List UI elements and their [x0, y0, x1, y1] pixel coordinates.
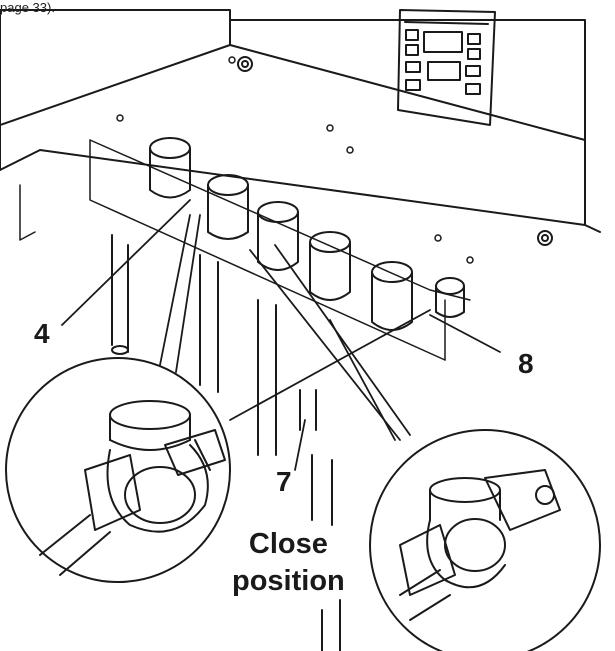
left-zoom-circle: [5, 357, 231, 583]
display-screen: [423, 31, 463, 53]
caption-line-1: Close: [248, 528, 328, 560]
caption-line-2: position: [232, 565, 345, 597]
callout-label-7: 7: [276, 466, 292, 497]
close-position-caption: Close position: [232, 526, 345, 600]
leader-4: [61, 199, 191, 326]
callout-label-4: 4: [34, 318, 50, 349]
right-zoom-circle: [369, 429, 601, 651]
header-note: page 33).: [0, 0, 55, 15]
callout-label-8: 8: [518, 348, 534, 379]
casing-screws: [237, 56, 553, 246]
leader-7: [294, 419, 306, 471]
leader-lines: [61, 199, 501, 471]
leader-8: [429, 314, 501, 353]
control-panel: [397, 9, 496, 126]
pipes: [111, 234, 341, 651]
boiler-casing: [0, 9, 601, 233]
bottom-plate: [19, 56, 474, 361]
